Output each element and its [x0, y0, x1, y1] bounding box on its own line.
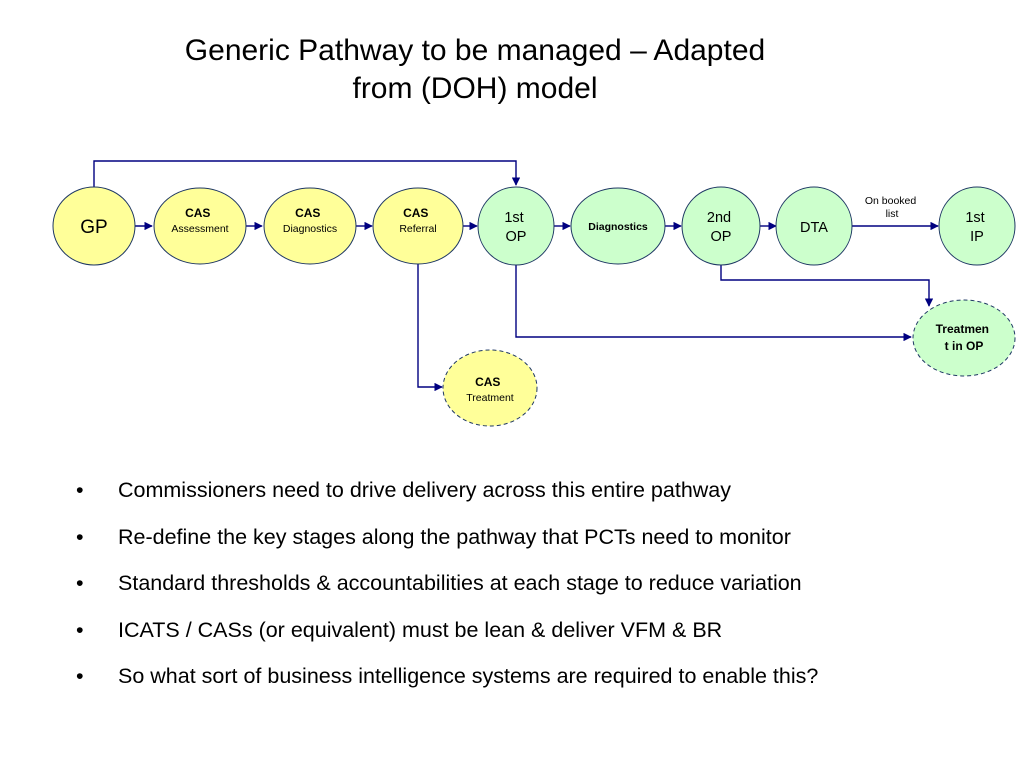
- svg-text:CAS Referral: CAS Referral: [399, 204, 436, 235]
- node-cas-treatment: CAS Treatment: [442, 349, 538, 427]
- svg-text:1st OP: 1st OP: [504, 210, 527, 245]
- node-1st-ip: 1st IP: [938, 186, 1016, 266]
- bullet-item-4: • ICATS / CASs (or equivalent) must be le…: [76, 618, 818, 642]
- bullet-item-1: • Commissioners need to drive delivery ac…: [76, 478, 818, 502]
- svg-text:CAS Treatment: CAS Treatment: [466, 373, 514, 404]
- svg-text:GP: GP: [80, 217, 107, 238]
- bullet-symbol: •: [76, 617, 84, 642]
- bullet-text: ICATS / CASs (or equivalent) must be lea…: [118, 617, 723, 642]
- arrow-gp-to-1st-op-bypass: [93, 160, 521, 187]
- edge-label-on-booked-list: On booked list: [865, 195, 919, 220]
- title-line-1: Generic Pathway to be managed – Adapted: [184, 34, 766, 67]
- svg-text:2nd OP: 2nd OP: [707, 210, 735, 245]
- svg-text:Treatmen t in OP: Treatmen t in OP: [936, 322, 993, 353]
- svg-text:CAS Assessment: CAS Assessment: [171, 204, 228, 235]
- bullet-item-3: • Standard thresholds & accountabilities …: [76, 571, 818, 595]
- bullet-symbol: •: [76, 664, 84, 688]
- arrow-2nd-op-to-treatment-op: [720, 264, 934, 307]
- node-dta: DTA: [775, 186, 853, 266]
- node-cas-assessment: CAS Assessment: [153, 187, 247, 265]
- bullet-text: Standard thresholds & accountabilities a…: [118, 571, 802, 595]
- node-2nd-op: 2nd OP: [681, 186, 761, 266]
- bullet-text: So what sort of business intelligence sy…: [118, 664, 819, 688]
- arrow-cas-referral-to-cas-treatment: [417, 264, 443, 392]
- svg-text:1st IP: 1st IP: [965, 210, 988, 245]
- bullet-text: Re-define the key stages along the pathw…: [118, 524, 791, 549]
- bullet-item-2: • Re-define the key stages along the path…: [76, 525, 818, 549]
- svg-text:CAS Diagnostics: CAS Diagnostics: [283, 204, 337, 235]
- node-cas-diagnostics: CAS Diagnostics: [263, 187, 357, 265]
- bullet-list: • Commissioners need to drive delivery ac…: [76, 478, 818, 711]
- connectors: [93, 160, 939, 392]
- bullet-text: Commissioners need to drive delivery acr…: [118, 478, 732, 502]
- page-title: Generic Pathway to be managed – Adapted …: [100, 32, 850, 108]
- bullet-symbol: •: [76, 571, 84, 595]
- arrow-1st-op-to-treatment-op: [515, 264, 912, 342]
- node-gp: GP: [52, 186, 136, 266]
- title-line-2: from (DOH) model: [352, 72, 598, 105]
- node-treatment-in-op: Treatmen t in OP: [912, 299, 1016, 377]
- svg-text:DTA: DTA: [800, 220, 828, 236]
- bullet-symbol: •: [76, 478, 84, 502]
- node-diagnostics: Diagnostics: [570, 187, 666, 265]
- svg-text:Diagnostics: Diagnostics: [588, 221, 648, 233]
- bullet-item-5: • So what sort of business intelligence s…: [76, 664, 818, 688]
- node-1st-op: 1st OP: [477, 186, 555, 266]
- bullet-symbol: •: [76, 524, 84, 549]
- node-cas-referral: CAS Referral: [372, 187, 464, 265]
